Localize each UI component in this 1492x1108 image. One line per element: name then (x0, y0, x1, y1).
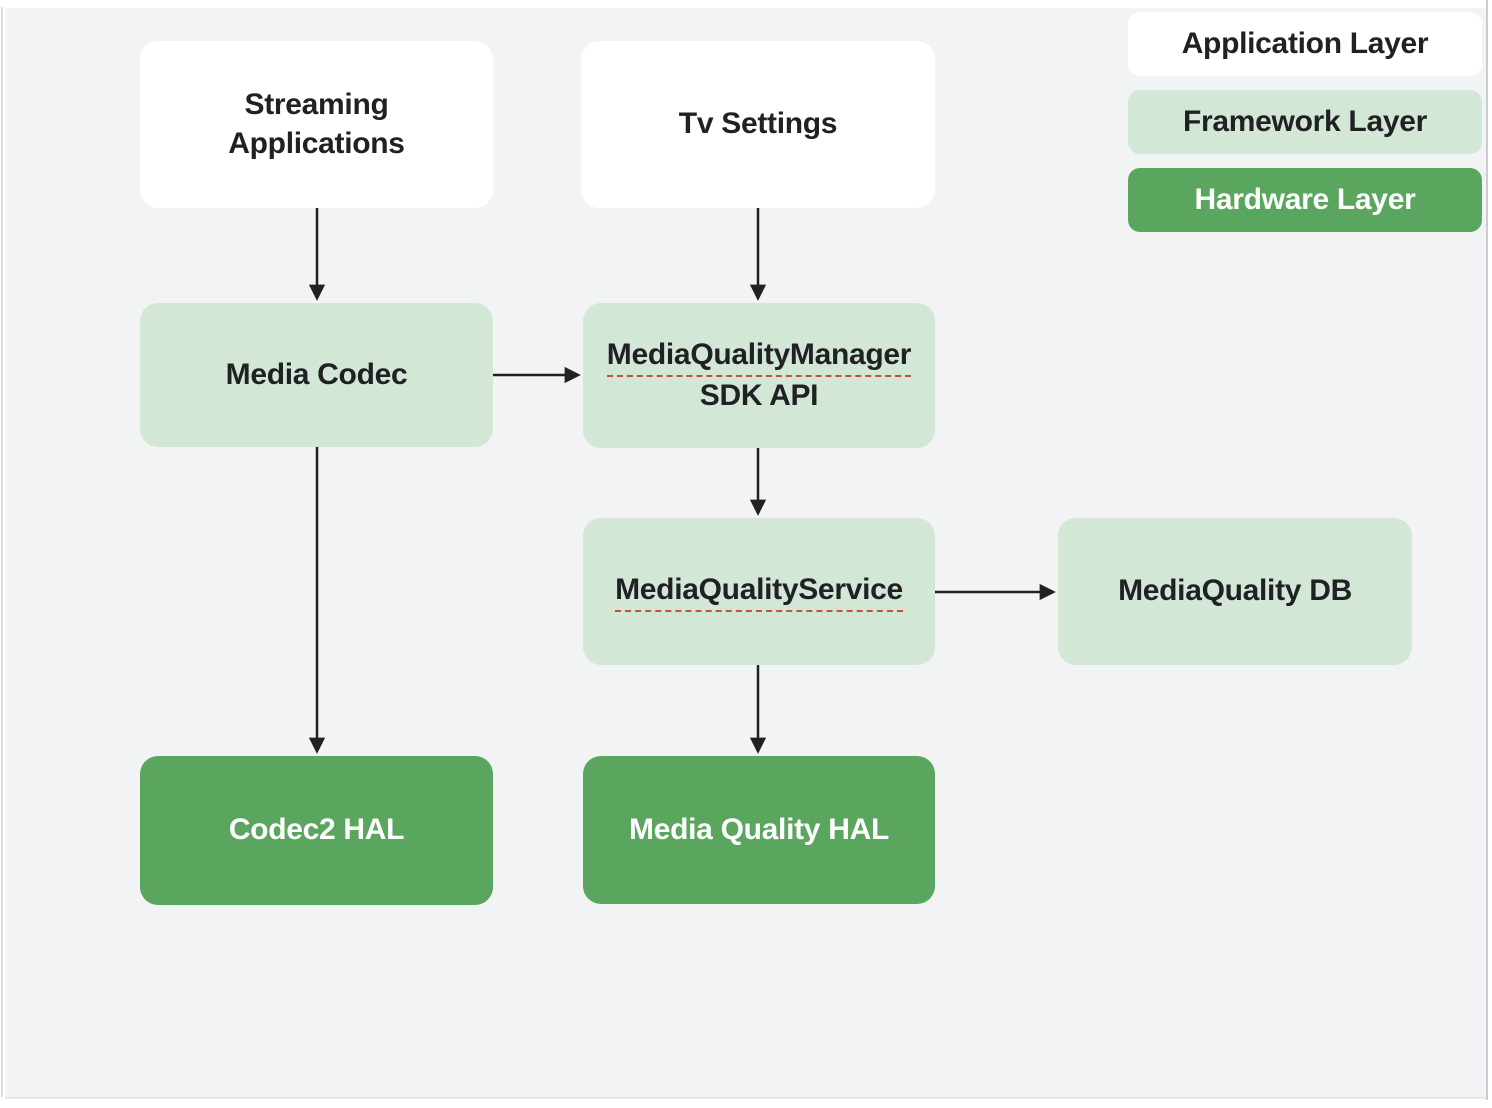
node-label-line: MediaQualityManager (606, 336, 911, 377)
node-label-line: MediaQualityService (615, 571, 903, 613)
node-label-line: Streaming (244, 88, 389, 122)
legend-label: Framework Layer (1183, 105, 1427, 138)
node-label-line: Codec2 HAL (228, 813, 405, 847)
legend-label: Application Layer (1181, 27, 1429, 60)
node-label-line: Applications (228, 126, 405, 160)
node-mediaqualityservice: MediaQualityService (583, 518, 935, 665)
node-streaming-applications: Streaming Applications (140, 41, 493, 208)
legend-label: Hardware Layer (1194, 183, 1416, 216)
window-edge-left (1, 7, 3, 1097)
node-media-quality-hal: Media Quality HAL (583, 756, 935, 904)
node-mediaqualitymanager-sdk-api: MediaQualityManager SDK API (583, 303, 935, 448)
window-edge-right (1486, 0, 1488, 1100)
node-label-line: Media Codec (225, 357, 408, 391)
node-label-line: SDK API (699, 379, 819, 412)
node-label-line: Tv Settings (678, 107, 838, 141)
node-mediaquality-db: MediaQuality DB (1058, 518, 1412, 665)
node-codec2-hal: Codec2 HAL (140, 756, 493, 905)
legend-application-layer: Application Layer (1128, 12, 1482, 76)
legend-hardware-layer: Hardware Layer (1128, 168, 1482, 232)
node-label-line: Media Quality HAL (629, 812, 889, 846)
node-label-line: MediaQuality DB (1118, 574, 1352, 608)
node-media-codec: Media Codec (140, 303, 493, 447)
node-tv-settings: Tv Settings (581, 41, 935, 208)
legend-framework-layer: Framework Layer (1128, 90, 1482, 154)
